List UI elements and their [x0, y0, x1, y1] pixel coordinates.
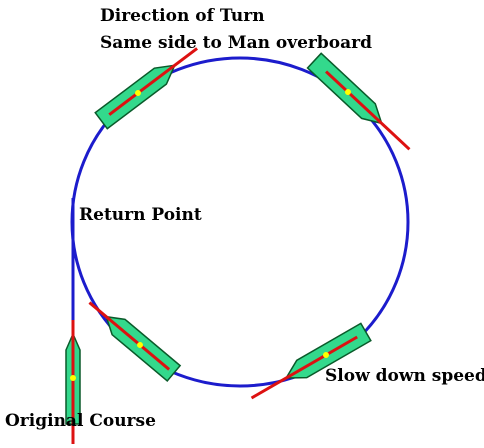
original-course-label: Original Course	[5, 411, 156, 431]
boat-slowing-left	[88, 301, 182, 382]
return-point-label: Return Point	[79, 205, 202, 225]
slow-down-speed-label: Slow down speed	[325, 366, 484, 386]
boat-original-course	[65, 320, 81, 444]
heading-line	[325, 70, 411, 151]
boat-center-dot	[70, 375, 76, 381]
boat-top-left	[94, 47, 199, 130]
heading-line	[88, 301, 171, 371]
direction-of-turn-label: Direction of Turn	[100, 6, 265, 26]
boat-center-dot	[135, 90, 141, 96]
turn-circle-track	[70, 56, 410, 388]
boat-center-dot	[137, 342, 143, 348]
boat-center-dot	[323, 352, 329, 358]
boat-slow-down	[250, 322, 372, 400]
boat-top-right	[306, 52, 411, 151]
same-side-label: Same side to Man overboard	[100, 33, 372, 53]
boat-center-dot	[345, 89, 351, 95]
heading-line	[250, 335, 358, 400]
heading-line	[108, 47, 199, 116]
